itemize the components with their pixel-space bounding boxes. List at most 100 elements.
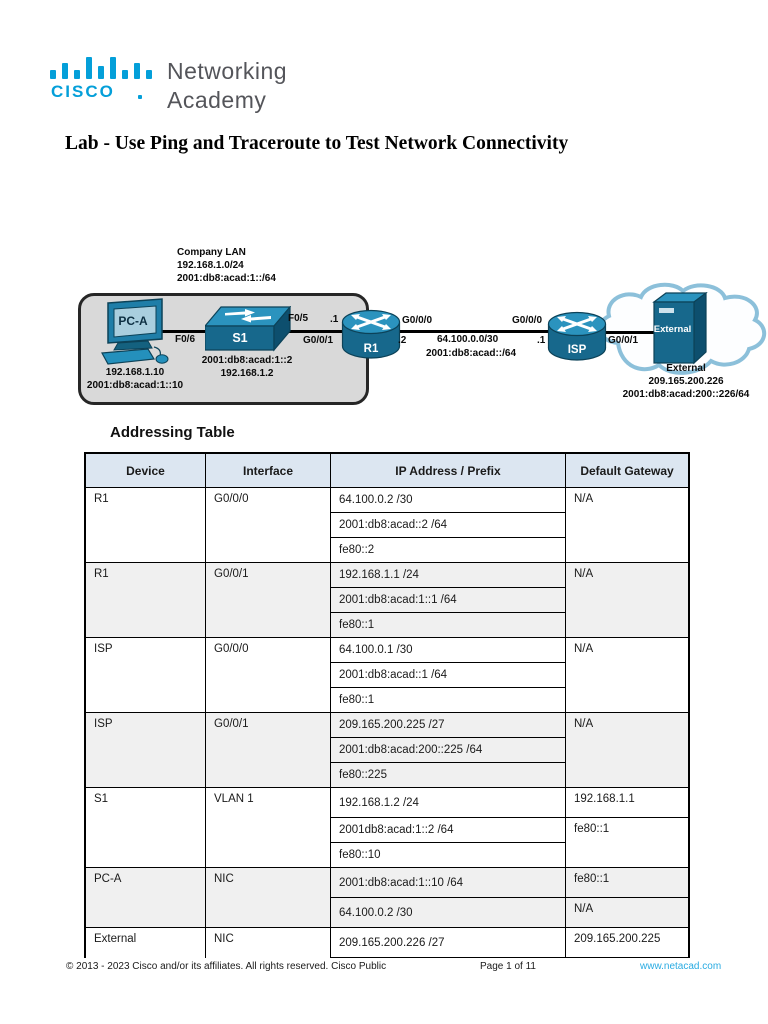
- device-cell: External: [85, 927, 206, 958]
- ip-cell: 2001db8:acad:1::2 /64: [330, 817, 566, 843]
- col-ip: IP Address / Prefix: [330, 453, 566, 488]
- gateway-cell: N/A: [565, 637, 689, 713]
- port-r1-g000: G0/0/0: [402, 315, 433, 326]
- interface-cell: G0/0/1: [205, 712, 331, 788]
- table-row: R1 G0/0/0 64.100.0.2 /30 N/A: [85, 487, 689, 563]
- ip-cell: 192.168.1.2 /24: [330, 787, 566, 818]
- addr-isp-dot1: .1: [537, 335, 546, 346]
- ip-cell: 2001:db8:acad:200::225 /64: [330, 737, 566, 763]
- gateway-cell: fe80::1: [565, 867, 689, 898]
- addressing-table-heading: Addressing Table: [110, 424, 235, 441]
- logo-academy: Academy: [167, 87, 267, 113]
- device-cell: ISP: [85, 712, 206, 788]
- router-r1-icon: [341, 309, 401, 359]
- footer-copyright: © 2013 - 2023 Cisco and/or its affiliate…: [66, 961, 387, 972]
- device-cell: R1: [85, 487, 206, 563]
- footer-page-number: Page 1 of 11: [480, 961, 536, 972]
- link-s1-r1: [280, 330, 360, 333]
- ip-cell: 2001:db8:acad::1 /64: [330, 662, 566, 688]
- pc-address-labels: 192.168.1.10 2001:db8:acad:1::10: [55, 366, 215, 392]
- server-icon: [652, 292, 708, 365]
- gateway-cell: 192.168.1.1: [565, 787, 689, 818]
- interface-cell: VLAN 1: [205, 787, 331, 868]
- switch-name-label: S1: [232, 331, 248, 345]
- table-row: fe80::225: [86, 762, 689, 788]
- gateway-cell: 209.165.200.225: [565, 927, 689, 958]
- addr-r1-dot1: .1: [330, 314, 339, 325]
- table-header-row: Device Interface IP Address / Prefix Def…: [85, 453, 689, 488]
- table-row: fe80::1: [86, 687, 689, 713]
- s1-ipv6: 2001:db8:acad:1::2: [201, 355, 293, 366]
- logo-dot: [138, 95, 142, 99]
- pc-name-label: PC-A: [118, 314, 148, 328]
- s1-address-labels: 2001:db8:acad:1::2 192.168.1.2: [167, 354, 327, 380]
- ip-cell: 64.100.0.2 /30: [330, 487, 566, 513]
- gateway-cell: fe80::1: [565, 817, 689, 868]
- table-row: ISP G0/0/0 64.100.0.1 /30 N/A: [85, 637, 689, 713]
- ip-cell: fe80::2: [330, 537, 566, 563]
- port-r1-g001: G0/0/1: [303, 335, 334, 346]
- table-row: fe80::2: [86, 537, 689, 563]
- col-device: Device: [85, 453, 206, 488]
- lan-label-ipv4: 192.168.1.0/24: [177, 260, 244, 271]
- cisco-wordmark: CISCO: [51, 82, 115, 101]
- table-row: 2001:db8:acad::2 /64: [86, 512, 689, 538]
- logo-networking: Networking: [167, 58, 288, 84]
- interface-cell: G0/0/0: [205, 637, 331, 713]
- footer-netacad-link[interactable]: www.netacad.com: [640, 961, 722, 972]
- table-row: S1 VLAN 1 192.168.1.2 /24 192.168.1.1: [85, 787, 689, 868]
- port-isp-g001: G0/0/1: [608, 335, 639, 346]
- gateway-cell: N/A: [565, 712, 689, 788]
- ip-cell: 64.100.0.1 /30: [330, 637, 566, 663]
- switch-icon: [205, 306, 291, 352]
- addr-r1-dot2: .2: [398, 335, 407, 346]
- pc-ipv6: 2001:db8:acad:1::10: [86, 380, 184, 391]
- ip-cell: fe80::10: [330, 842, 566, 868]
- port-f05: F0/5: [288, 313, 309, 324]
- server-name-label: External: [653, 324, 692, 335]
- device-cell: S1: [85, 787, 206, 868]
- link-r1-isp: [390, 330, 555, 333]
- router-isp-label: ISP: [567, 344, 587, 356]
- port-f06: F0/6: [175, 334, 196, 345]
- interface-cell: NIC: [205, 867, 331, 928]
- server-address-labels: External 209.165.200.226 2001:db8:acad:2…: [606, 362, 766, 401]
- gateway-cell: N/A: [565, 487, 689, 563]
- link-pc-s1: [155, 330, 235, 333]
- gateway-cell: N/A: [565, 897, 689, 928]
- server-ipv6: 2001:db8:acad:200::226/64: [622, 389, 750, 400]
- server-ipv4: 209.165.200.226: [648, 376, 724, 387]
- ip-cell: fe80::225: [330, 762, 566, 788]
- port-isp-g000: G0/0/0: [512, 315, 543, 326]
- pc-icon: [101, 298, 169, 365]
- s1-ipv4: 192.168.1.2: [220, 368, 274, 379]
- wan-ipv6: 2001:db8:acad::/64: [426, 348, 517, 359]
- device-cell: PC-A: [85, 867, 206, 928]
- table-row: 2001db8:acad:1::2 /64 fe80::1: [86, 817, 689, 868]
- interface-cell: NIC: [205, 927, 331, 958]
- cisco-bars-icon: [50, 57, 152, 79]
- table-row: 64.100.0.2 /30 N/A: [86, 897, 689, 928]
- link-isp-server: [598, 331, 660, 334]
- ip-cell: 2001:db8:acad:1::1 /64: [330, 587, 566, 613]
- lan-label-name: Company LAN: [177, 247, 246, 258]
- lan-label: Company LAN 192.168.1.0/24 2001:db8:acad…: [177, 246, 276, 285]
- router-r1-label: R1: [363, 343, 379, 355]
- table-row: ISP G0/0/1 209.165.200.225 /27 N/A: [85, 712, 689, 788]
- lan-label-ipv6: 2001:db8:acad:1::/64: [177, 273, 276, 284]
- table-row: 2001:db8:acad:1::1 /64: [86, 587, 689, 613]
- ip-cell: 209.165.200.225 /27: [330, 712, 566, 738]
- gateway-cell: N/A: [565, 562, 689, 638]
- col-gateway: Default Gateway: [565, 453, 689, 488]
- page-title: Lab - Use Ping and Traceroute to Test Ne…: [65, 133, 569, 154]
- wan-ipv4: 64.100.0.0/30: [437, 334, 499, 345]
- col-interface: Interface: [205, 453, 331, 488]
- device-cell: ISP: [85, 637, 206, 713]
- ip-cell: 64.100.0.2 /30: [330, 897, 566, 928]
- interface-cell: G0/0/1: [205, 562, 331, 638]
- ip-cell: 209.165.200.226 /27: [330, 927, 566, 958]
- addressing-table: Device Interface IP Address / Prefix Def…: [84, 452, 690, 958]
- ip-cell: 2001:db8:acad:1::10 /64: [330, 867, 566, 898]
- ip-cell: 192.168.1.1 /24: [330, 562, 566, 588]
